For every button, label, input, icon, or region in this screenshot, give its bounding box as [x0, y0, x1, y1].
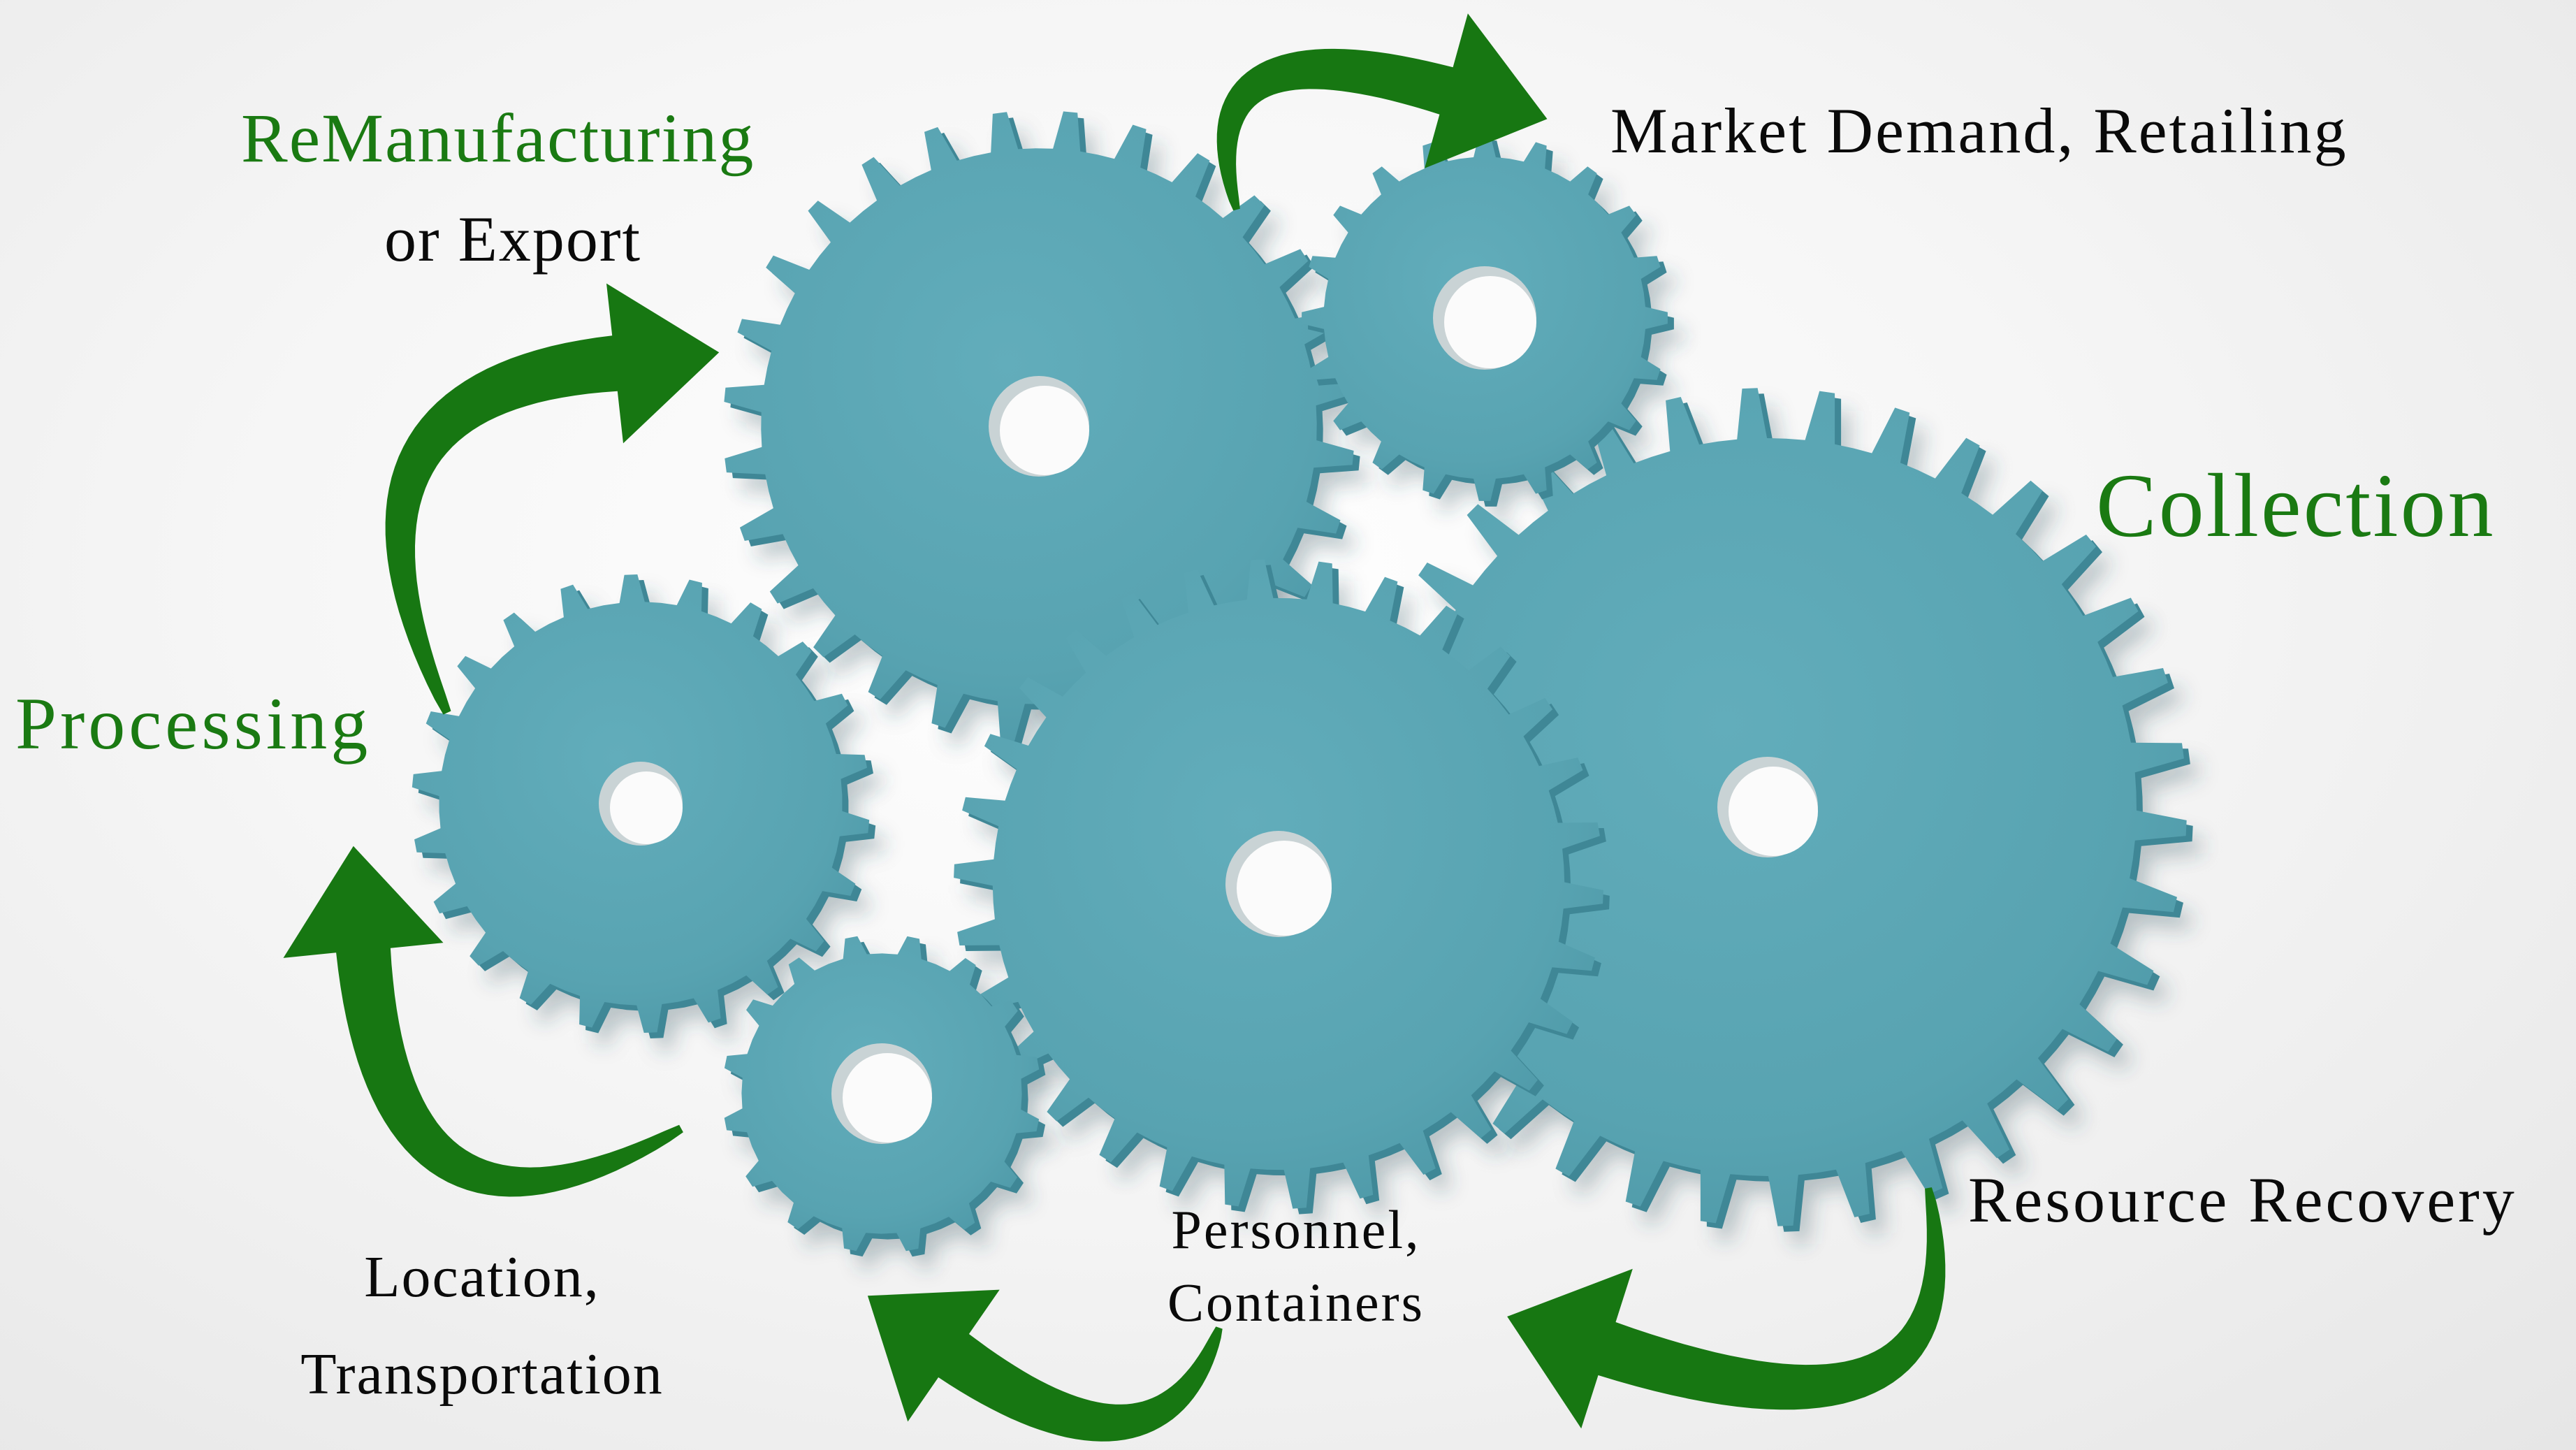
gear-small-bottom-hole: [843, 1053, 932, 1143]
label-processing: Processing: [15, 683, 372, 764]
gear-top-right-hole: [1444, 276, 1536, 368]
curved-arrow-icon: [1216, 13, 1548, 211]
label-location: Location,: [364, 1245, 600, 1310]
label-resource-recovery: Resource Recovery: [1968, 1164, 2517, 1235]
curved-arrow-icon: [283, 846, 683, 1197]
gear-top-center-hole: [1000, 386, 1089, 475]
label-or-export: or Export: [384, 203, 642, 275]
curved-arrow-icon: [385, 283, 720, 715]
gear-center-bottom-hole: [1237, 841, 1332, 936]
label-remanufacturing: ReManufacturing: [241, 99, 755, 177]
label-transportation: Transportation: [300, 1341, 664, 1407]
gear-large-right-hole: [1729, 767, 1818, 856]
curved-arrow-icon: [867, 1289, 1223, 1442]
label-containers: Containers: [1167, 1271, 1425, 1333]
gear-icon: [412, 574, 876, 1038]
label-personnel: Personnel,: [1171, 1199, 1421, 1260]
gear-icon: [954, 559, 1610, 1215]
label-location-transportation: Location, Transportation: [265, 1244, 699, 1408]
label-market-demand: Market Demand, Retailing: [1610, 95, 2348, 166]
gear-group: [412, 111, 2193, 1257]
gear-icon: [1302, 135, 1674, 507]
gear-icon: [724, 936, 1046, 1257]
curved-arrow-icon: [1507, 1187, 1946, 1429]
label-collection: Collection: [2096, 456, 2496, 556]
label-personnel-containers: Personnel, Containers: [1139, 1198, 1453, 1333]
gear-left-hole: [610, 771, 683, 844]
arrow-group: [283, 13, 1946, 1442]
